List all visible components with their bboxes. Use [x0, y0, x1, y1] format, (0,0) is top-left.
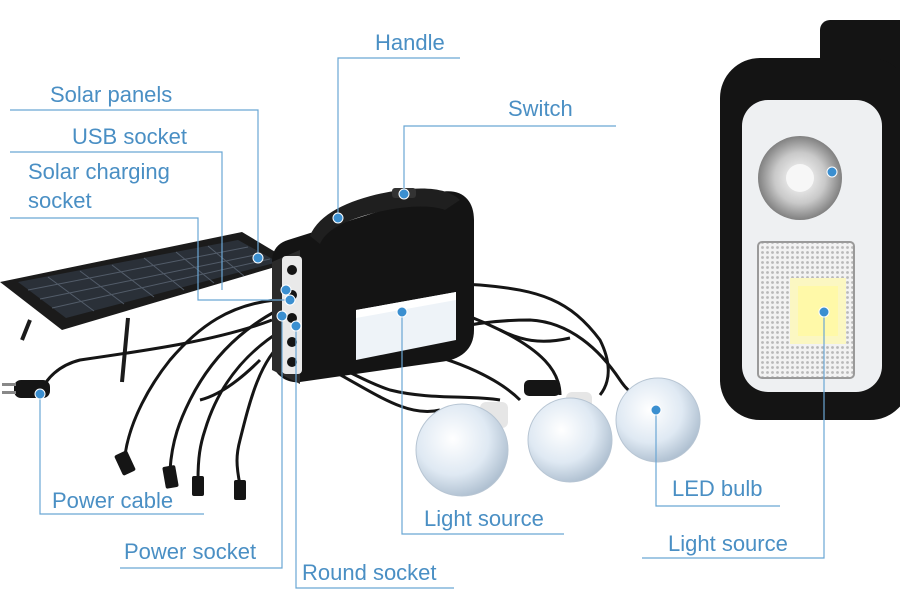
label-round-socket: Round socket	[302, 560, 437, 585]
label-power-cable: Power cable	[52, 488, 174, 513]
label-led-bulb: LED bulb	[672, 476, 763, 501]
leader-lines	[10, 57, 825, 589]
label-handle: Handle	[375, 30, 445, 55]
label-solar-charging-socket: Solar charging socket	[28, 159, 170, 213]
leader-dots	[34, 166, 838, 416]
bulbs	[415, 377, 701, 497]
label-light-source-lamp: Light source	[668, 531, 788, 556]
label-light-source-bulbs: Light source	[424, 506, 544, 531]
label-switch: Switch	[508, 96, 573, 121]
label-usb-socket: USB socket	[72, 124, 187, 149]
label-power-socket: Power socket	[124, 539, 257, 564]
label-solar-panels: Solar panels	[50, 82, 173, 107]
lamp-closeup	[720, 20, 900, 420]
main-box	[272, 188, 474, 384]
solar-panel	[0, 232, 292, 383]
